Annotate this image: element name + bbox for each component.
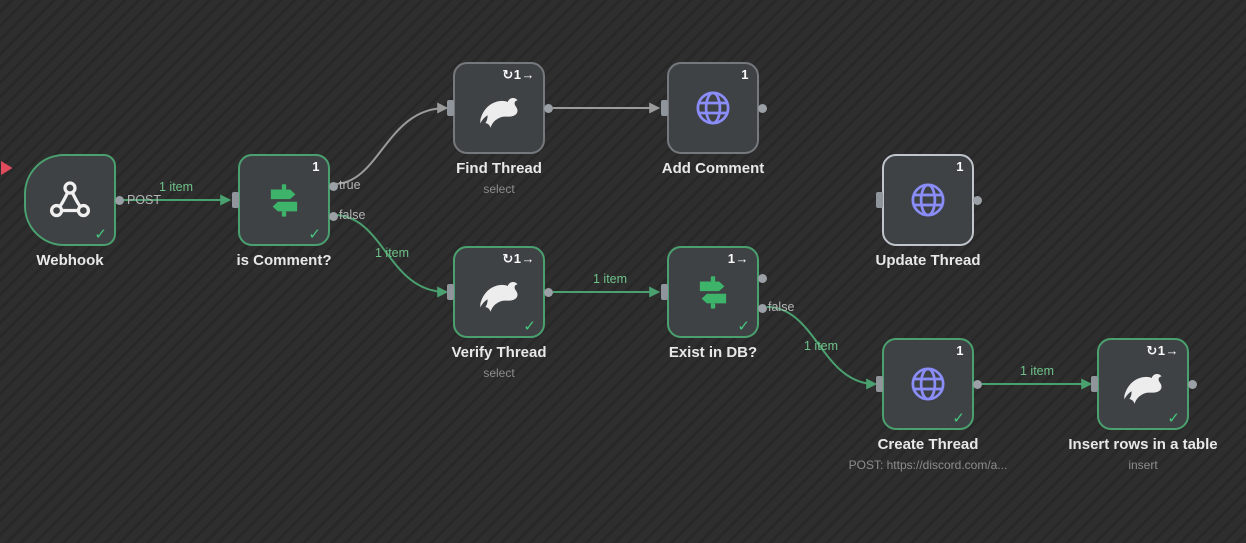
output-port[interactable] [544, 287, 553, 297]
run-info-badge: ↻1→ [502, 67, 535, 82]
node-subtitle: select [483, 366, 515, 380]
success-check-icon: ✓ [94, 226, 107, 243]
input-port[interactable] [232, 192, 239, 208]
node-insert-rows[interactable]: ↻1→ ✓ [1091, 338, 1197, 430]
incoming-connection-arrow [1, 161, 13, 175]
items-count-badge: 1 [312, 159, 320, 174]
output-port-true[interactable] [758, 274, 767, 283]
node-create-thread[interactable]: 1 ✓ [876, 338, 982, 430]
node-label: is Comment? [174, 252, 394, 269]
run-info-badge: ↻1→ [502, 251, 535, 266]
output-label-true: true [339, 178, 361, 192]
items-label: 1 item [159, 180, 194, 194]
connection-existindb-false-createthread[interactable] [766, 306, 878, 390]
node-label: Exist in DB? [603, 344, 823, 361]
node-label: Webhook [0, 252, 180, 269]
node-add-comment[interactable]: 1 [661, 62, 767, 154]
output-port[interactable] [544, 103, 553, 113]
success-check-icon: ✓ [523, 318, 536, 335]
node-name: Webhook [36, 252, 104, 269]
items-label: 1 item [593, 272, 628, 286]
success-check-icon: ✓ [952, 410, 965, 427]
input-port[interactable] [447, 100, 454, 116]
node-subtitle: insert [1128, 458, 1158, 472]
success-check-icon: ✓ [737, 318, 750, 335]
output-label-false: false [768, 300, 795, 314]
node-verify-thread[interactable]: ↻1→ ✓ [447, 246, 553, 338]
input-port[interactable] [661, 284, 668, 300]
node-name: Create Thread [877, 436, 979, 453]
node-name: Add Comment [661, 160, 765, 177]
success-check-icon: ✓ [308, 226, 321, 243]
output-port[interactable] [758, 103, 767, 113]
node-name: Find Thread [456, 160, 542, 177]
connection-iscomment-false-verifythread[interactable] [333, 214, 449, 298]
output-port[interactable] [1188, 379, 1197, 389]
output-label-false: false [339, 208, 366, 222]
node-name: Verify Thread [451, 344, 547, 361]
run-info-badge: ↻1→ [1146, 343, 1179, 358]
items-label: 1 item [804, 339, 839, 353]
node-subtitle: POST: https://discord.com/a... [848, 458, 1008, 472]
items-label: 1 item [375, 246, 410, 260]
items-label: 1 item [1020, 364, 1055, 378]
output-port-false[interactable] [758, 304, 767, 313]
node-is-comment[interactable]: 1 ✓ [232, 154, 338, 246]
node-label: Update Thread [818, 252, 1038, 269]
node-label: Create Thread POST: https://discord.com/… [818, 436, 1038, 472]
node-label: Find Thread select [389, 160, 609, 196]
node-subtitle: select [483, 182, 515, 196]
output-port-false[interactable] [329, 212, 338, 221]
output-label-post: POST [127, 193, 162, 207]
connection-iscomment-true-findthread[interactable] [333, 102, 449, 185]
run-info-badge: 1→ [727, 251, 749, 266]
items-count-badge: 1 [956, 159, 964, 174]
input-port[interactable] [876, 192, 883, 208]
node-label: Verify Thread select [389, 344, 609, 380]
node-update-thread[interactable]: 1 [876, 154, 982, 246]
node-name: Exist in DB? [668, 344, 758, 361]
output-port-true[interactable] [329, 182, 338, 191]
input-port[interactable] [447, 284, 454, 300]
items-count-badge: 1 [956, 343, 964, 358]
node-label: Add Comment [603, 160, 823, 177]
output-port[interactable] [973, 379, 982, 389]
node-name: Insert rows in a table [1068, 436, 1218, 453]
node-webhook[interactable]: ✓ [24, 154, 124, 246]
node-find-thread[interactable]: ↻1→ [447, 62, 553, 154]
node-name: is Comment? [236, 252, 332, 269]
output-port[interactable] [115, 195, 124, 205]
success-check-icon: ✓ [1167, 410, 1180, 427]
input-port[interactable] [1091, 376, 1098, 392]
node-exist-in-db[interactable]: 1→ ✓ [661, 246, 767, 338]
node-label: Insert rows in a table insert [1033, 436, 1246, 472]
node-name: Update Thread [875, 252, 981, 269]
output-port[interactable] [973, 195, 982, 205]
input-port[interactable] [661, 100, 668, 116]
input-port[interactable] [876, 376, 883, 392]
items-count-badge: 1 [741, 67, 749, 82]
